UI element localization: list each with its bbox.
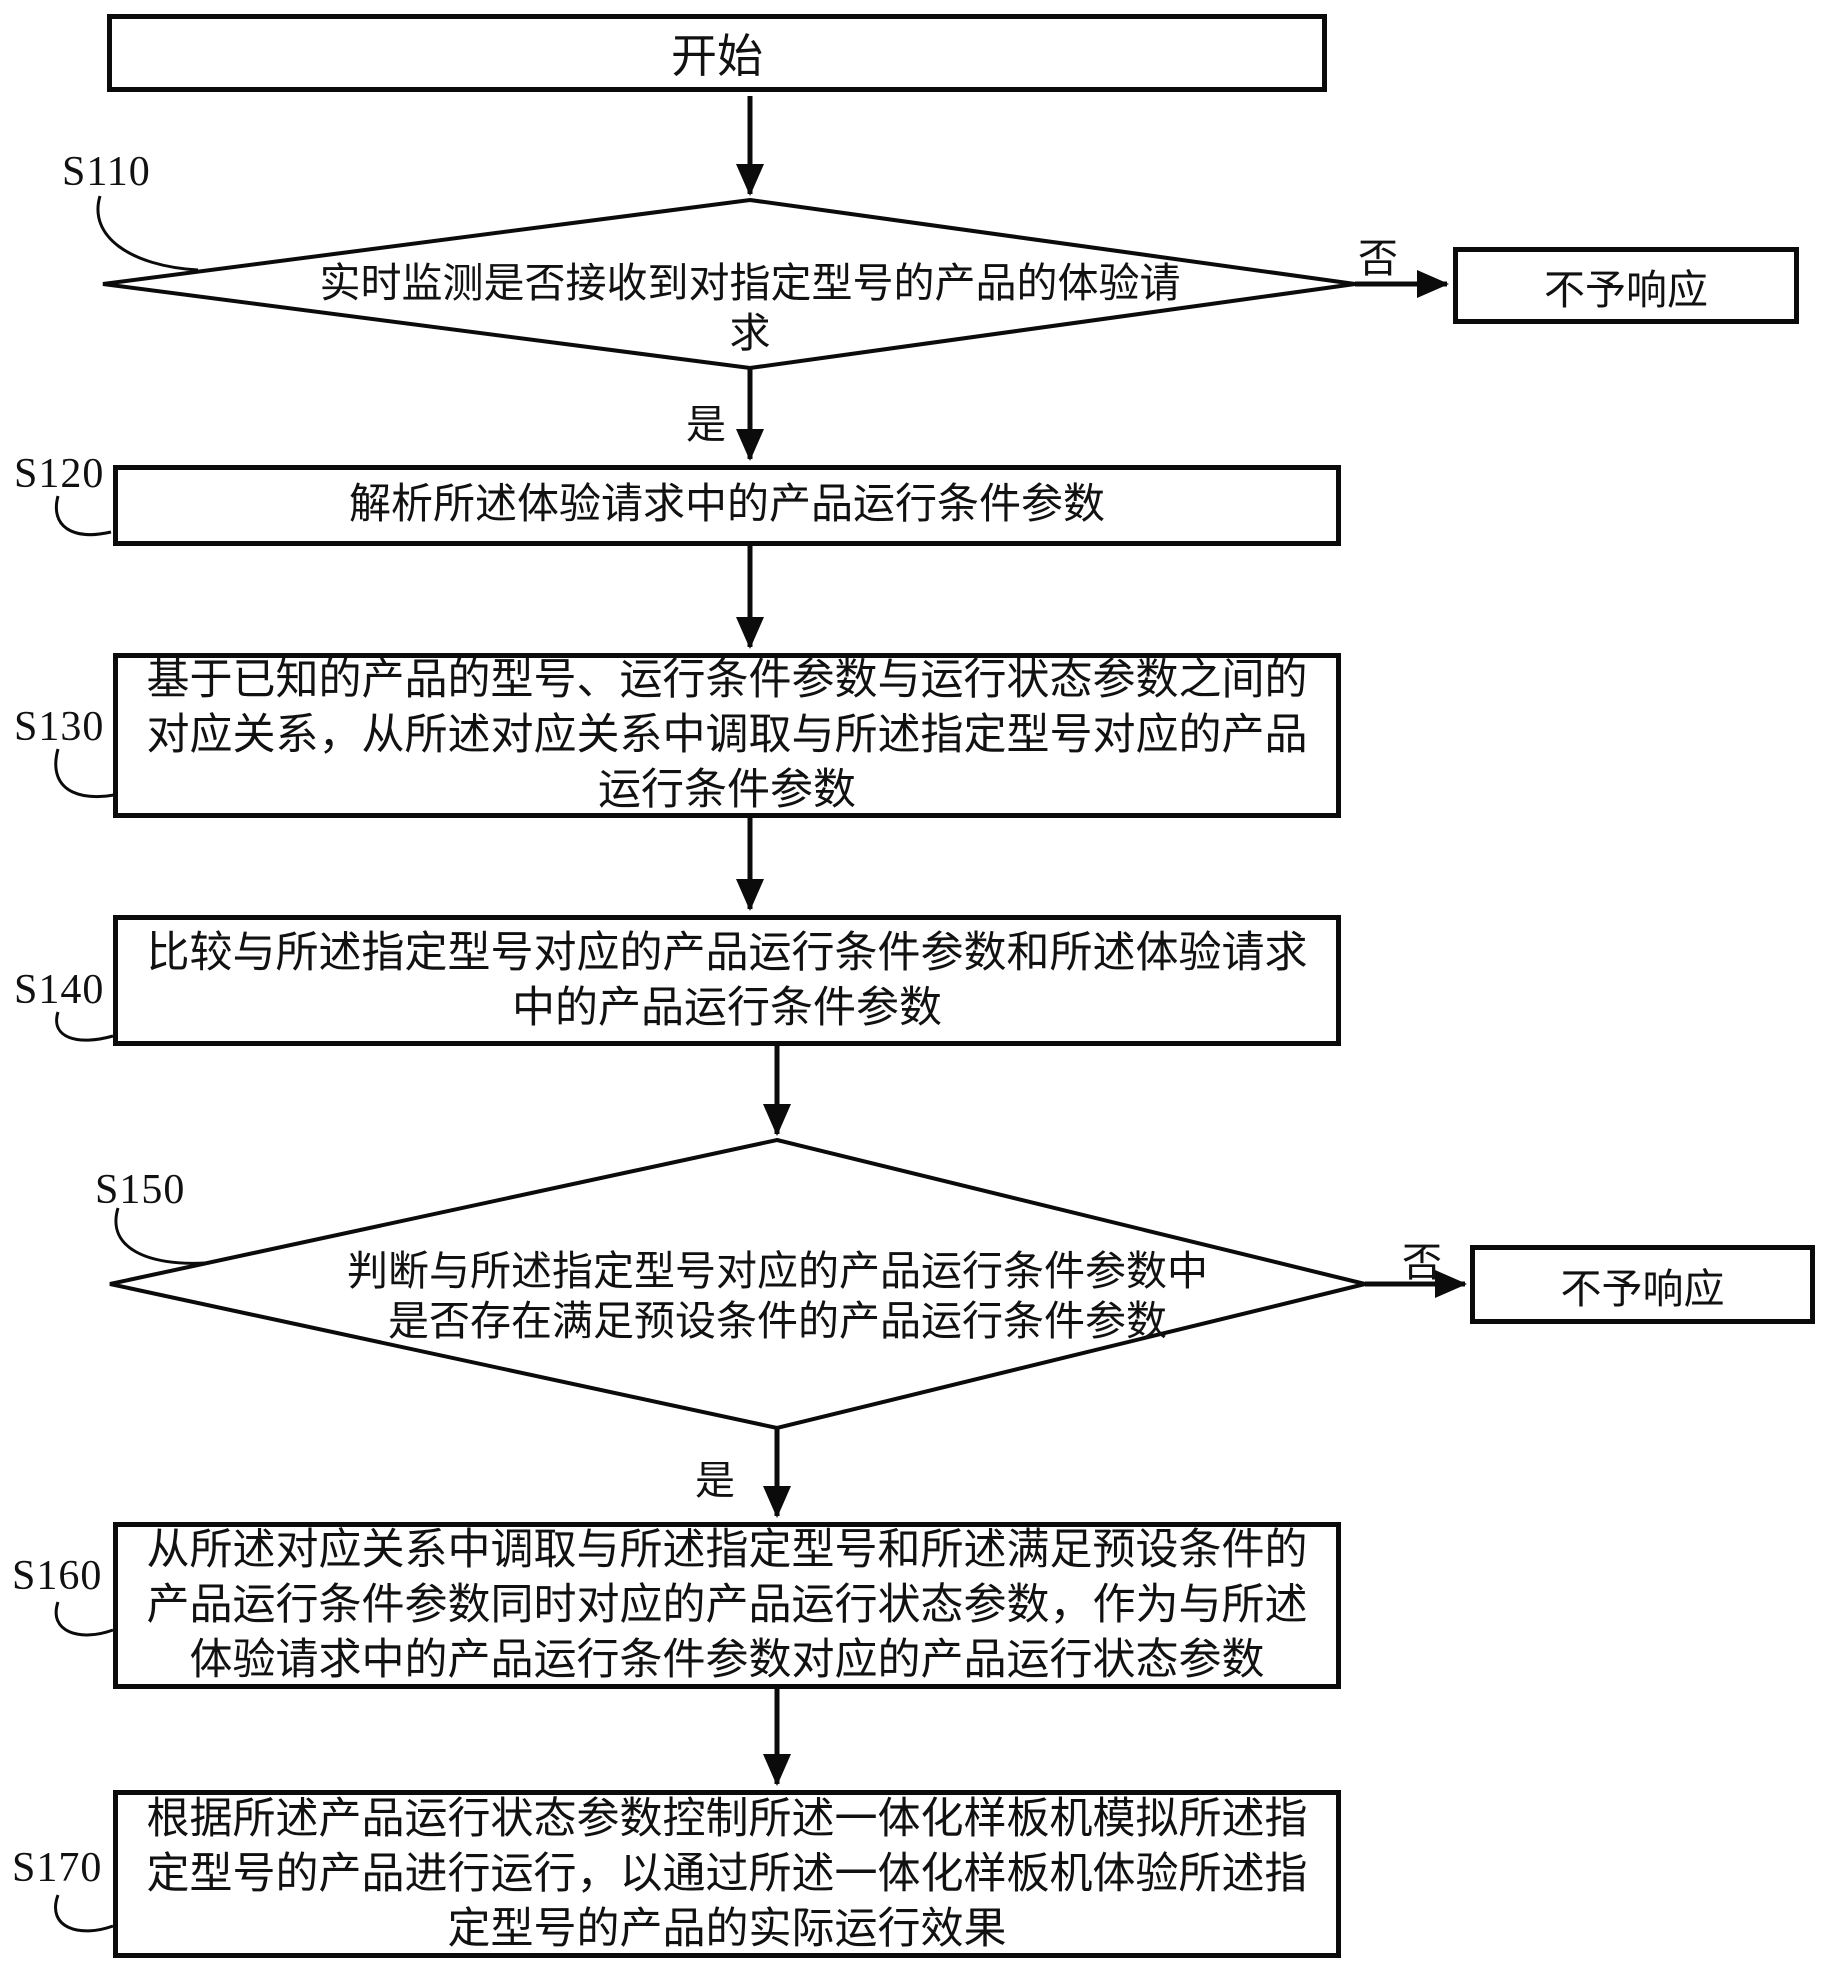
process-node-s140: 比较与所述指定型号对应的产品运行条件参数和所述体验请求 中的产品运行条件参数: [113, 915, 1341, 1046]
process-s160-line: 产品运行条件参数同时对应的产品运行状态参数，作为与所述: [146, 1582, 1308, 1629]
decision-s150-line: 是否存在满足预设条件的产品运行条件参数: [388, 1298, 1167, 1344]
step-id-s110: S110: [62, 149, 151, 195]
process-node-s170: 根据所述产品运行状态参数控制所述一体化样板机模拟所述指 定型号的产品进行运行，以…: [113, 1790, 1341, 1958]
step-id-s160: S160: [12, 1553, 103, 1599]
branch-label-yes-1: 是: [686, 402, 726, 447]
branch-label-no-2: 否: [1402, 1240, 1442, 1285]
decision-s110-line: 求: [729, 310, 771, 356]
process-s130-line: 基于已知的产品的型号、运行条件参数与运行状态参数之间的: [146, 657, 1308, 704]
step-id-s150: S150: [95, 1167, 186, 1213]
process-node-s120: 解析所述体验请求中的产品运行条件参数: [113, 465, 1341, 546]
decision-s150-line: 判断与所述指定型号对应的产品运行条件参数中: [347, 1248, 1208, 1294]
step-id-s170: S170: [12, 1845, 103, 1891]
process-node-s130: 基于已知的产品的型号、运行条件参数与运行状态参数之间的 对应关系，从所述对应关系…: [113, 653, 1341, 818]
hook-s140: [55, 1011, 114, 1042]
no-response-node-1: 不予响应: [1453, 247, 1799, 324]
branch-label-yes-2: 是: [695, 1458, 735, 1503]
process-s170-line: 根据所述产品运行状态参数控制所述一体化样板机模拟所述指: [146, 1795, 1308, 1843]
process-s160-line: 从所述对应关系中调取与所述指定型号和所述满足预设条件的: [146, 1527, 1308, 1574]
start-label: 开始: [671, 31, 763, 82]
branch-label-no-1: 否: [1358, 236, 1398, 281]
step-id-s120: S120: [14, 451, 105, 497]
hook-s170: [54, 1894, 114, 1933]
process-s170-line: 定型号的产品进行运行，以通过所述一体化样板机体验所述指: [146, 1850, 1308, 1898]
hook-s160: [54, 1601, 114, 1637]
process-s120-line: 解析所述体验请求中的产品运行条件参数: [348, 482, 1105, 528]
process-s140-line: 比较与所述指定型号对应的产品运行条件参数和所述体验请求: [146, 929, 1308, 977]
process-s130-line: 对应关系，从所述对应关系中调取与所述指定型号对应的产品: [146, 712, 1308, 759]
decision-text-s150: 判断与所述指定型号对应的产品运行条件参数中 是否存在满足预设条件的产品运行条件参…: [240, 1246, 1315, 1346]
process-node-s160: 从所述对应关系中调取与所述指定型号和所述满足预设条件的 产品运行条件参数同时对应…: [113, 1522, 1341, 1689]
process-s130-line: 运行条件参数: [598, 767, 856, 814]
start-node: 开始: [107, 14, 1327, 92]
hook-s120: [54, 495, 112, 537]
hook-s150: [114, 1207, 206, 1265]
no-response-label: 不予响应: [1544, 266, 1708, 313]
step-id-s140: S140: [14, 967, 105, 1013]
step-id-s130: S130: [14, 704, 105, 750]
decision-s110-line: 实时监测是否接收到对指定型号的产品的体验请: [319, 260, 1181, 306]
process-s140-line: 中的产品运行条件参数: [512, 984, 942, 1032]
no-response-node-2: 不予响应: [1470, 1245, 1815, 1324]
process-s160-line: 体验请求中的产品运行条件参数对应的产品运行状态参数: [189, 1637, 1265, 1684]
process-s170-line: 定型号的产品的实际运行效果: [447, 1905, 1007, 1953]
hook-s110: [96, 195, 199, 272]
no-response-label: 不予响应: [1560, 1265, 1725, 1312]
decision-text-s110: 实时监测是否接收到对指定型号的产品的体验请 求: [150, 258, 1350, 358]
